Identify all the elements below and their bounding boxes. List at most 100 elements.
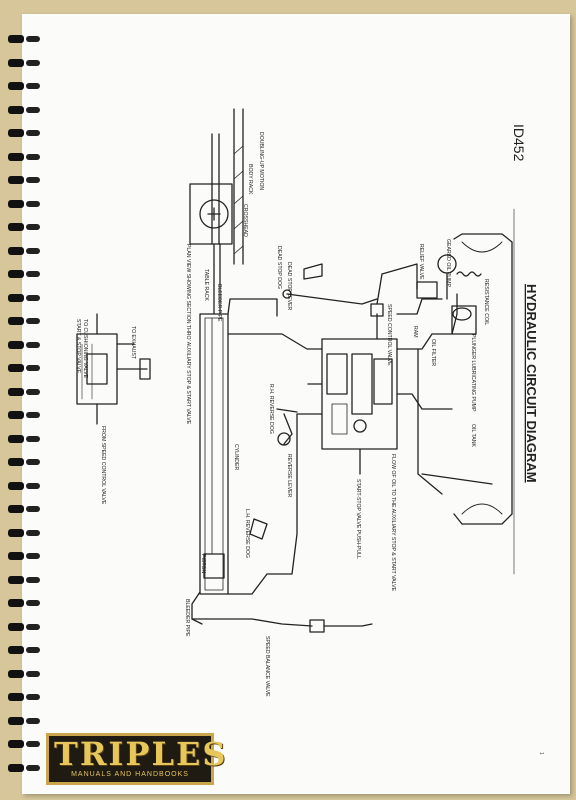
label-oil-filter: OIL FILTER — [430, 339, 436, 366]
pipe-relief — [376, 263, 418, 305]
binding-coil — [8, 79, 48, 91]
diagram-title: HYDRAULIC CIRCUIT DIAGRAM — [524, 284, 539, 483]
binding-coil — [8, 479, 48, 491]
binding-coil — [8, 690, 48, 702]
binding-coil — [8, 385, 48, 397]
pipe-return — [396, 393, 453, 410]
plan-view-hatch — [81, 343, 93, 400]
binding-coil — [8, 150, 48, 162]
cylinder-bore — [204, 317, 224, 591]
binding-coil — [8, 361, 48, 373]
resistance-coil — [456, 271, 482, 277]
lh-reverse-dog — [249, 518, 268, 540]
label-dead-stop-dog: DEAD STOP DOG — [276, 246, 282, 289]
binding-coil — [8, 220, 48, 232]
binding-coil — [8, 103, 48, 115]
logo-frame — [46, 733, 214, 785]
label-reverse-lever: REVERSE LEVER — [286, 454, 292, 497]
label-start-stop-valve-push-pull: START-STOP VALVE PUSH-PULL — [355, 479, 361, 559]
plan-view-valve — [86, 353, 108, 385]
binding-coil — [8, 408, 48, 420]
label-ram: RAM — [412, 326, 418, 338]
triples-logo: TRIPLES MANUALS AND HANDBOOKS — [46, 733, 225, 785]
doubling-up-gear — [199, 199, 229, 229]
binding-coil — [8, 549, 48, 561]
valve-port — [353, 419, 367, 433]
label-body-rack: BODY RACK — [247, 164, 253, 195]
label-rh-reverse-dog: R.H. REVERSE DOG — [268, 384, 274, 434]
reverse-lever-pivot — [277, 432, 291, 446]
binding-coil — [8, 620, 48, 632]
binding-coil — [8, 173, 48, 185]
label-resistance-coil: RESISTANCE COIL — [483, 279, 489, 325]
pipe-speed-balance-out — [323, 623, 373, 627]
valve-spool-mid — [351, 353, 373, 415]
binding-coil — [8, 197, 48, 209]
label-relief-valve: RELIEF VALVE — [418, 244, 424, 280]
binding-coil — [8, 126, 48, 138]
label-plunger-lubricating-pump: PLUNGER LUBRICATING PUMP — [470, 334, 476, 412]
pipe-to-filter — [396, 293, 458, 350]
rh-reverse-dog — [276, 408, 298, 413]
label-table-rack: TABLE RACK — [203, 269, 209, 301]
cylinder-body — [199, 313, 229, 595]
binding-coil — [8, 244, 48, 256]
piston — [203, 553, 225, 579]
binding-coil — [8, 526, 48, 538]
dead-stop-pivot — [282, 289, 292, 299]
label-crosshead: CROSSHEAD — [242, 204, 248, 237]
pipe-tank-bottom — [421, 473, 493, 485]
label-bleeder-pipe-top: BLEEDER PIPE — [216, 284, 222, 322]
label-flow-of-oil-note: FLOW OF OIL TO THE AUXILIARY STOP & STAR… — [390, 454, 396, 592]
hydraulic-diagram: DOUBLING-UP MOTION CROSSHEAD BODY RACK T… — [75, 108, 544, 755]
pipe-upper — [227, 333, 323, 350]
tank-sump — [461, 503, 503, 515]
binding-coil — [8, 338, 48, 350]
reverse-lever — [283, 413, 293, 445]
binding-coil — [8, 291, 48, 303]
pipe-to-tank — [417, 348, 443, 495]
binding-coil — [8, 714, 48, 726]
plunger-pump — [452, 307, 472, 321]
oil-filter-body — [451, 305, 477, 335]
dead-stop-dog — [303, 263, 323, 280]
binding-coil — [8, 32, 48, 44]
label-oil-tank: OIL TANK — [470, 424, 476, 448]
spiral-binding — [0, 0, 50, 800]
binding-coil — [8, 667, 48, 679]
binding-coil — [8, 643, 48, 655]
plan-view-cap — [139, 358, 151, 380]
label-doubling-up-motion: DOUBLING-UP MOTION — [258, 132, 264, 190]
crosshead-body — [189, 183, 233, 245]
pipe-speed-balance — [191, 618, 313, 627]
label-dead-stop-lever: DEAD STOP LEVER — [286, 262, 292, 310]
oil-tank-outline — [453, 233, 513, 525]
label-piston: PISTON — [200, 554, 206, 573]
rack-hatching — [233, 145, 244, 255]
pipe-lower — [227, 413, 323, 595]
dead-stop-lever — [286, 293, 378, 305]
binding-coil — [8, 455, 48, 467]
label-lh-reverse-dog: L.H. REVERSE DOG — [244, 509, 250, 558]
label-speed-balance-valve: SPEED BALANCE VALVE — [264, 636, 270, 697]
binding-coil — [8, 56, 48, 68]
binding-coil — [8, 761, 48, 773]
valve-spool-left — [326, 353, 348, 395]
bleeder-pipe-top — [227, 298, 278, 317]
label-start-stop-valve: START & STOP VALVE — [75, 319, 81, 374]
drawing-number: ID452 — [511, 124, 527, 162]
label-to-exhaust: TO EXHAUST — [130, 326, 136, 360]
label-to-cushioning-valve: TO CUSHIONING VALVE — [82, 319, 88, 379]
binding-coil — [8, 737, 48, 749]
valve-spool-right — [373, 358, 393, 405]
valve-chamber — [331, 403, 348, 435]
label-bleeder-pipe-bottom: BLEEDER PIPE — [184, 599, 190, 637]
pipe-pump — [396, 298, 443, 315]
label-cylinder: CYLINDER — [233, 444, 239, 470]
relief-valve-body — [416, 281, 438, 299]
label-speed-control-valve: SPEED CONTROL VALVE — [386, 304, 392, 366]
logo-tagline: MANUALS AND HANDBOOKS — [71, 771, 189, 778]
tank-top-curve — [461, 241, 503, 253]
binding-coil — [8, 267, 48, 279]
